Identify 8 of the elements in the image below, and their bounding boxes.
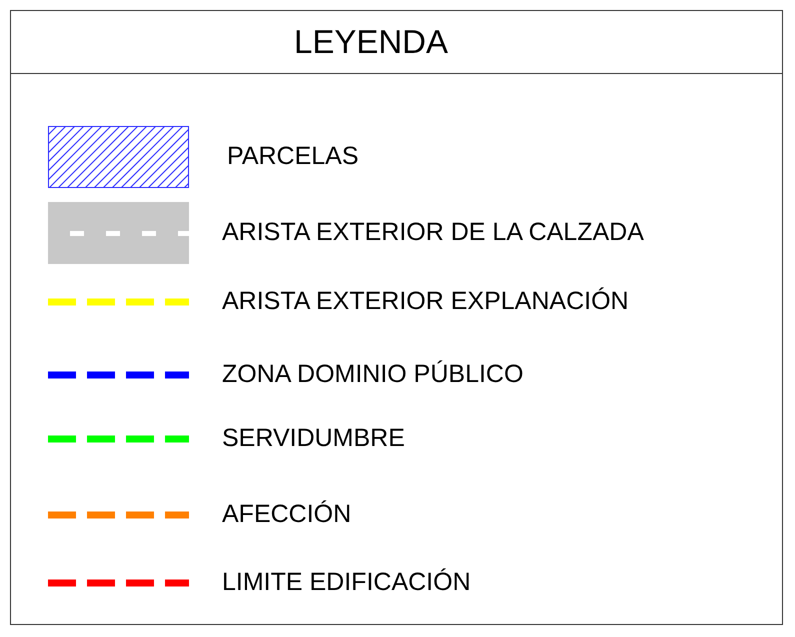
legend-label: AFECCIÓN <box>222 500 352 529</box>
legend-label: LIMITE EDIFICACIÓN <box>222 568 471 597</box>
legend-label: ARISTA EXTERIOR DE LA CALZADA <box>222 218 644 247</box>
legend-title: LEYENDA <box>292 23 450 61</box>
legend-label: ZONA DOMINIO PÚBLICO <box>222 360 524 389</box>
legend-label: PARCELAS <box>227 142 359 171</box>
legend-label: SERVIDUMBRE <box>222 424 405 453</box>
legend-label: ARISTA EXTERIOR EXPLANACIÓN <box>222 287 629 316</box>
